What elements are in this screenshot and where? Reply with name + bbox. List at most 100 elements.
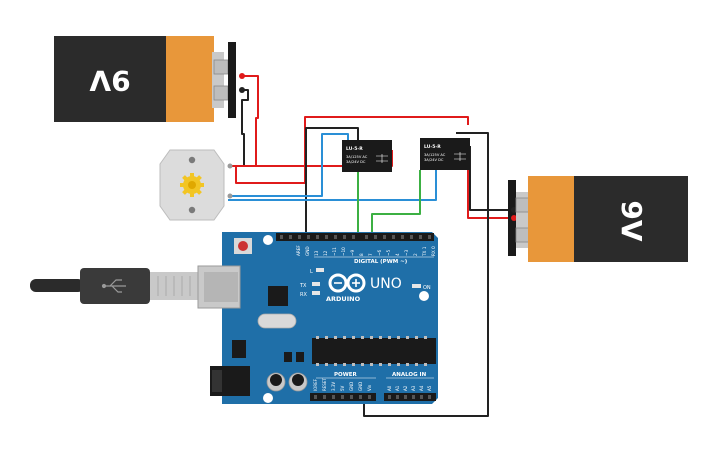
relay-left-rating-ac: 3A/125V AC <box>346 155 368 159</box>
arduino-capacitor-2-top <box>292 374 304 386</box>
pin-label-10: ~10 <box>341 247 346 256</box>
arduino-logo-text: ARDUINO <box>326 295 361 303</box>
pin-label-reset: RESET <box>322 378 327 391</box>
wire-black-left-battery[interactable] <box>241 89 249 166</box>
battery-left-terminal-pos[interactable] <box>213 59 229 75</box>
battery-left-clip-pin-pos <box>239 73 245 79</box>
arduino-hole-1 <box>263 235 273 245</box>
pin-label-6: ~6 <box>377 249 382 256</box>
battery-right[interactable]: 9V <box>508 176 688 262</box>
led-on <box>412 284 421 288</box>
pin-label-9: ~9 <box>350 249 355 256</box>
dc-motor[interactable] <box>159 149 233 221</box>
pin-label-8: 8 <box>359 253 364 256</box>
relay-left[interactable]: LU-5-R 3A/125V AC 3A/24V DC <box>342 140 392 172</box>
arduino-hole-3 <box>419 291 429 301</box>
pin-label-a2: A2 <box>403 385 408 391</box>
arduino-hole-2 <box>263 393 273 403</box>
led-l <box>316 268 324 272</box>
motor-terminal-2[interactable] <box>227 193 233 199</box>
usb-cable-shield-lines <box>157 276 191 296</box>
relay-right[interactable]: LU-5-R 3A/125V AC 3A/24V DC <box>420 138 470 170</box>
wire-blue-motor-left-relay[interactable] <box>228 133 349 197</box>
wire-red-right-battery[interactable] <box>467 150 514 219</box>
arduino-atmega-chip <box>312 338 436 364</box>
pin-label-a0: A0 <box>387 385 392 391</box>
reset-button-icon[interactable] <box>238 241 248 251</box>
pin-label-12: 12 <box>323 250 328 256</box>
battery-right-terminal-neg[interactable] <box>515 227 531 243</box>
arduino-capacitor-1-top <box>270 374 282 386</box>
pin-label-gnd: GND <box>305 246 310 256</box>
pin-label-2: 2 <box>413 253 418 256</box>
pin-label-5v: 5V <box>340 385 345 391</box>
battery-left[interactable]: 9V <box>54 36 245 122</box>
led-tx <box>312 282 320 286</box>
battery-left-label: 9V <box>89 64 130 97</box>
pin-label-a5: A5 <box>427 385 432 391</box>
arduino-power-label: POWER <box>334 372 358 378</box>
pin-label-5: ~5 <box>386 249 391 256</box>
led-rx <box>312 291 320 295</box>
pin-label-aref: AREF <box>296 245 301 256</box>
wires <box>228 75 514 417</box>
motor-gear-icon <box>180 173 204 197</box>
arduino-regulator <box>232 340 246 358</box>
arduino-analog-header[interactable] <box>384 393 436 401</box>
battery-right-terminal-pos[interactable] <box>515 197 531 213</box>
usb-cable-icon[interactable] <box>30 268 198 304</box>
pin-label-a3: A3 <box>411 385 416 391</box>
arduino-crystal <box>257 313 297 329</box>
battery-right-cap <box>528 176 576 262</box>
pin-label-vin: Vin <box>367 384 372 391</box>
arduino-model: UNO <box>370 276 402 292</box>
battery-left-cap <box>166 36 214 122</box>
relay-left-symbol <box>376 154 388 163</box>
arduino-small-chip-a <box>284 352 292 362</box>
arduino-power-pin-labels: IOREF RESET 3.3V 5V GND GND Vin <box>313 378 372 391</box>
motor-hole-top <box>188 156 196 164</box>
usb-symbol-icon <box>101 279 126 293</box>
arduino-usb-chip <box>268 286 288 306</box>
arduino-uno[interactable]: AREF GND 13 12 ~11 ~10 ~9 8 7 ~6 ~5 4 ~3… <box>197 232 438 404</box>
battery-left-clip-pin-neg <box>239 87 245 93</box>
pin-label-11: ~11 <box>332 247 337 256</box>
battery-left-clip <box>228 42 236 118</box>
wire-green-pin7[interactable] <box>371 170 421 238</box>
motor-hole-bottom <box>188 206 196 214</box>
usb-cable-tail <box>30 279 84 292</box>
battery-right-label: 9V <box>615 200 648 241</box>
battery-left-terminal-neg[interactable] <box>213 85 229 101</box>
wire-blue-motor-right-relay[interactable] <box>228 170 437 201</box>
pin-label-3: ~3 <box>404 249 409 256</box>
wire-black-right-relay-battery[interactable] <box>363 132 489 417</box>
battery-right-body <box>574 176 688 262</box>
relay-left-model: LU-5-R <box>346 146 363 152</box>
relay-right-model: LU-5-R <box>424 144 441 150</box>
arduino-logo-icon <box>328 273 366 293</box>
pin-label-3v3: 3.3V <box>331 382 336 391</box>
arduino-small-chip-b <box>296 352 304 362</box>
led-label-l: L <box>310 269 313 275</box>
arduino-analog-label: ANALOG IN <box>392 372 427 378</box>
pin-label-gnd-b: GND <box>358 382 363 391</box>
led-label-rx: RX <box>300 292 307 298</box>
pin-label-7: 7 <box>368 253 373 256</box>
wire-black-right-battery-neg[interactable] <box>469 146 514 211</box>
pin-label-a4: A4 <box>419 385 424 391</box>
led-label-tx: TX <box>299 283 307 289</box>
pin-label-ioref: IOREF <box>313 378 318 391</box>
arduino-usb-port-inner <box>204 272 238 302</box>
arduino-digital-header-holes <box>280 235 431 239</box>
pin-label-a1: A1 <box>395 385 400 391</box>
wire-black-relay-gnd[interactable] <box>305 127 359 238</box>
pin-label-13: 13 <box>314 250 319 256</box>
arduino-bottom-header-holes <box>314 395 431 399</box>
led-label-on: ON <box>423 285 431 291</box>
relay-right-rating-ac: 3A/125V AC <box>424 153 446 157</box>
arduino-atmega-pins <box>316 336 427 366</box>
relay-right-symbol <box>454 152 466 161</box>
arduino-digital-pin-labels: AREF GND 13 12 ~11 ~10 ~9 8 7 ~6 ~5 4 ~3… <box>296 245 436 257</box>
motor-terminal-1[interactable] <box>227 163 233 169</box>
